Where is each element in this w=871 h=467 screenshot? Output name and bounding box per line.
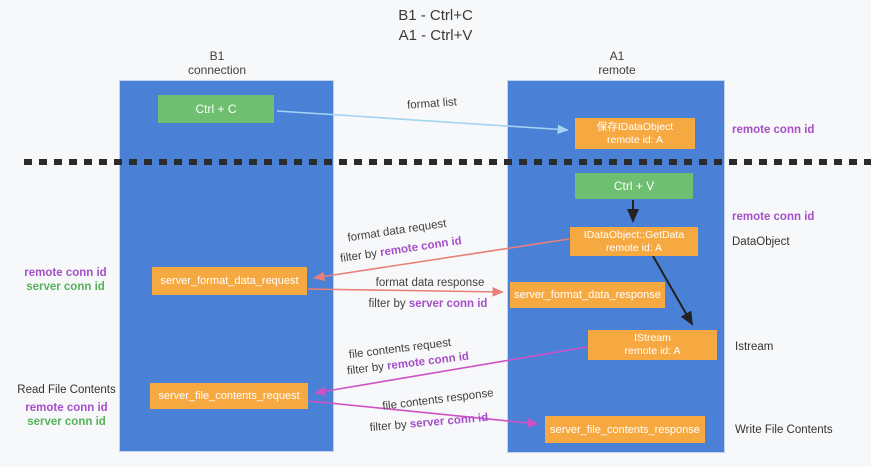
node-idataobject-getdata-line2: remote id: A [605, 241, 663, 254]
left-label-conn-ids-format: remote conn id server conn id [18, 267, 113, 294]
title-line-2: A1 - Ctrl+V [398, 27, 473, 44]
arrow-file-contents-request [314, 346, 588, 396]
right-label-remote-conn-id-mid: remote conn id [732, 211, 814, 223]
arrow-format-list [276, 110, 569, 135]
node-save-idataobject-line1: 保存IDataObject [596, 120, 674, 133]
title-line-1: B1 - Ctrl+C [398, 7, 473, 24]
lifeline-a1-name: A1 [609, 49, 625, 63]
arrow-format-data-response [307, 287, 504, 297]
label-format-data-response-text: format data response [375, 277, 485, 289]
node-idataobject-getdata-line1: IDataObject::GetData [583, 228, 685, 241]
node-server-format-data-response: server_format_data_response [510, 282, 665, 308]
node-server-file-contents-request-label: server_file_contents_request [158, 390, 300, 402]
node-ctrl-c-label: Ctrl + C [195, 102, 237, 116]
node-istream: IStream remote id: A [588, 330, 717, 360]
arrow-getdata-to-istream [652, 255, 693, 326]
node-server-file-contents-response: server_file_contents_response [545, 416, 705, 443]
server-conn-id-text: server conn id [26, 280, 105, 293]
lifeline-header-b1: B1 connection [157, 49, 277, 77]
remote-conn-id-text: remote conn id [732, 211, 815, 223]
lifeline-b1-role: connection [187, 63, 247, 77]
node-server-format-data-request-label: server_format_data_request [160, 275, 299, 287]
node-server-file-contents-response-label: server_file_contents_response [550, 423, 700, 436]
right-label-istream: Istream [735, 341, 773, 353]
right-label-write-file-contents: Write File Contents [735, 424, 833, 436]
left-label-read-file-contents: Read File Contents [14, 384, 119, 398]
node-ctrl-v: Ctrl + V [575, 173, 693, 199]
right-label-dataobject: DataObject [732, 236, 790, 248]
server-conn-id-text: server conn id [408, 298, 488, 310]
server-conn-id-text: server conn id [27, 415, 106, 428]
label-filter-server-1: filter by server conn id [369, 298, 488, 310]
node-server-format-data-request: server_format_data_request [152, 267, 307, 295]
istream-text: Istream [735, 341, 774, 353]
remote-conn-id-text: remote conn id [24, 267, 107, 279]
read-file-contents-text: Read File Contents [17, 384, 116, 396]
remote-conn-id-text: remote conn id [732, 124, 815, 136]
diagram-title: B1 - Ctrl+C A1 - Ctrl+V [0, 6, 871, 46]
dataobject-text: DataObject [732, 236, 790, 248]
node-server-format-data-response-label: server_format_data_response [514, 289, 661, 301]
node-istream-line1: IStream [634, 332, 671, 344]
node-idataobject-getdata: IDataObject::GetData remote id: A [570, 227, 698, 256]
right-label-remote-conn-id-top: remote conn id [732, 124, 814, 136]
node-save-idataobject-line2: remote id: A [606, 133, 664, 146]
node-ctrl-v-label: Ctrl + V [613, 179, 655, 193]
remote-conn-id-text: remote conn id [25, 402, 108, 414]
lifeline-header-a1: A1 remote [557, 49, 677, 77]
node-istream-line2: remote id: A [624, 345, 681, 357]
filter-by-text: filter by [368, 298, 406, 310]
lifeline-a1-role: remote [598, 63, 636, 77]
node-save-idataobject: 保存IDataObject remote id: A [575, 118, 695, 149]
left-label-conn-ids-file: remote conn id server conn id [14, 402, 119, 429]
label-format-data-response: format data response [376, 277, 485, 289]
node-ctrl-c: Ctrl + C [158, 95, 274, 123]
write-file-contents-text: Write File Contents [735, 424, 833, 436]
lifeline-b1-name: B1 [209, 49, 225, 63]
node-server-file-contents-request: server_file_contents_request [150, 383, 308, 409]
dashed-separator [24, 159, 871, 165]
arrow-format-data-request [313, 238, 570, 282]
arrow-file-contents-response [308, 400, 539, 428]
